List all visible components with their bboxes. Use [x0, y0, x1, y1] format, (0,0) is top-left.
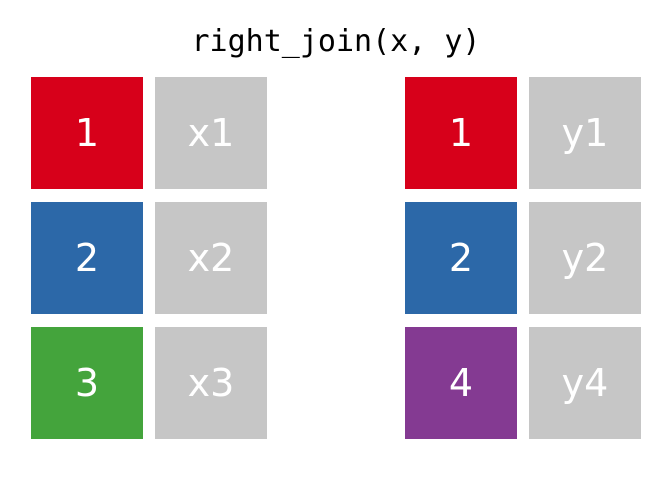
table-x-key-cell: 3: [31, 327, 143, 439]
table-x-value-cell: x3: [155, 327, 267, 439]
table-y-value-cell: y1: [529, 77, 641, 189]
table-x-key-cell: 2: [31, 202, 143, 314]
table-y-key-cell: 2: [405, 202, 517, 314]
table-x-value-cell: x1: [155, 77, 267, 189]
table-y-value-cell: y2: [529, 202, 641, 314]
table-x-key-cell: 1: [31, 77, 143, 189]
diagram-title: right_join(x, y): [191, 24, 481, 59]
table-x-value-cell: x2: [155, 202, 267, 314]
table-y-value-cell: y4: [529, 327, 641, 439]
table-y-key-cell: 4: [405, 327, 517, 439]
table-y-key-cell: 1: [405, 77, 517, 189]
